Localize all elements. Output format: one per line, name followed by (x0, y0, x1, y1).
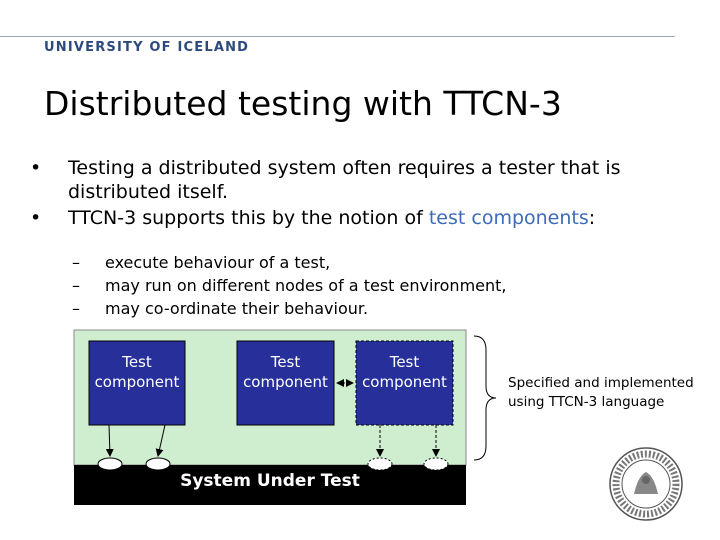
annotation-line2: using TTCN-3 language (508, 394, 665, 410)
brace-annotation: Specified and implemented using TTCN-3 l… (508, 374, 694, 412)
bullet-glyph: • (30, 207, 42, 229)
sub-bullet-item: – may co-ordinate their behaviour. (72, 297, 692, 320)
component-label-line1: Test (389, 353, 420, 371)
bullet-item: • TTCN-3 supports this by the notion of … (30, 206, 690, 230)
dash-glyph: – (72, 253, 80, 272)
sut-port (423, 457, 449, 471)
component-label: Test component (237, 352, 334, 392)
component-label-line1: Test (270, 353, 301, 371)
sub-bullet-list: – execute behaviour of a test, – may run… (72, 251, 692, 320)
component-box (236, 340, 335, 426)
sut-port (367, 457, 393, 471)
component-box (355, 340, 454, 426)
component-label-line2: component (362, 373, 447, 391)
component-label: Test component (356, 352, 453, 392)
bullet-item: • Testing a distributed system often req… (30, 156, 690, 204)
component-label-line1: Test (122, 353, 152, 371)
component-label-line2: component (243, 373, 328, 391)
port-arrow (105, 424, 114, 457)
sub-bullet-text: may co-ordinate their behaviour. (105, 299, 369, 318)
component-box (88, 340, 186, 426)
highlight-text: test components (428, 207, 589, 229)
bullet-text-after: : (588, 207, 596, 229)
component-label: Test component (89, 352, 185, 392)
sut-label: System Under Test (180, 471, 360, 491)
sub-bullet-item: – execute behaviour of a test, (72, 251, 692, 274)
brace (473, 335, 497, 461)
sut-bar (74, 465, 466, 505)
sub-bullet-text: execute behaviour of a test, (105, 253, 331, 272)
dash-glyph: – (72, 276, 80, 295)
bullet-text-before: TTCN-3 supports this by the notion of (68, 207, 429, 229)
slide-title: Distributed testing with TTCN-3 (44, 84, 562, 123)
sub-bullet-text: may run on different nodes of a test env… (105, 276, 507, 295)
sut-port (97, 457, 123, 471)
dash-glyph: – (72, 299, 80, 318)
university-header: UNIVERSITY OF ICELAND (44, 40, 250, 55)
bullet-text: Testing a distributed system often requi… (68, 157, 621, 203)
sut-port (145, 457, 171, 471)
header-rule (0, 36, 675, 37)
component-label-line2: component (94, 373, 180, 391)
bullet-glyph: • (30, 157, 42, 179)
sub-bullet-item: – may run on different nodes of a test e… (72, 274, 692, 297)
annotation-line1: Specified and implemented (508, 375, 694, 391)
bullet-list: • Testing a distributed system often req… (30, 156, 690, 232)
university-seal-logo (608, 446, 684, 522)
port-arrow (155, 424, 166, 457)
